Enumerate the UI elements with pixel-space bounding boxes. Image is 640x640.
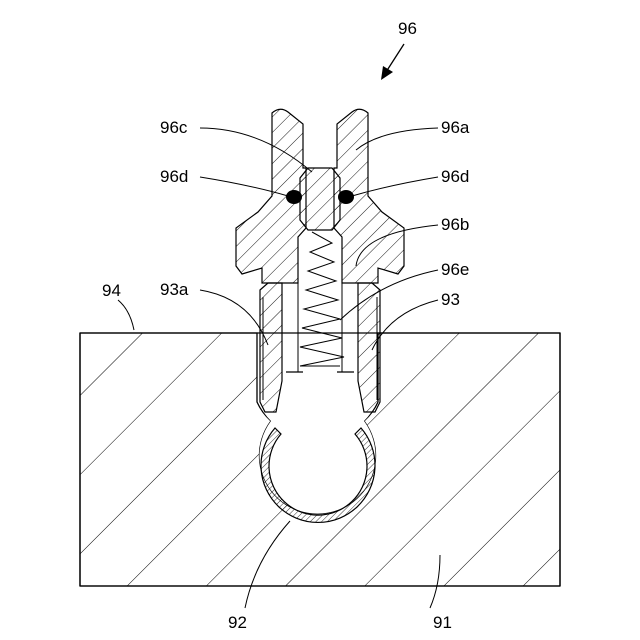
label-93a: 93a [160, 280, 189, 299]
arrow-head [381, 66, 393, 80]
label-91: 91 [433, 613, 452, 632]
label-94: 94 [102, 281, 121, 300]
label-96a: 96a [441, 118, 470, 137]
o-ring-left [286, 190, 302, 204]
label-96e: 96e [441, 260, 469, 279]
label-96c: 96c [160, 118, 188, 137]
label-93: 93 [441, 290, 460, 309]
o-ring-right [338, 190, 354, 204]
label-96d-right: 96d [441, 167, 469, 186]
label-96: 96 [398, 19, 417, 38]
valve-plug [300, 168, 340, 230]
label-96d-left: 96d [160, 167, 188, 186]
label-92: 92 [228, 613, 247, 632]
label-96b: 96b [441, 215, 469, 234]
